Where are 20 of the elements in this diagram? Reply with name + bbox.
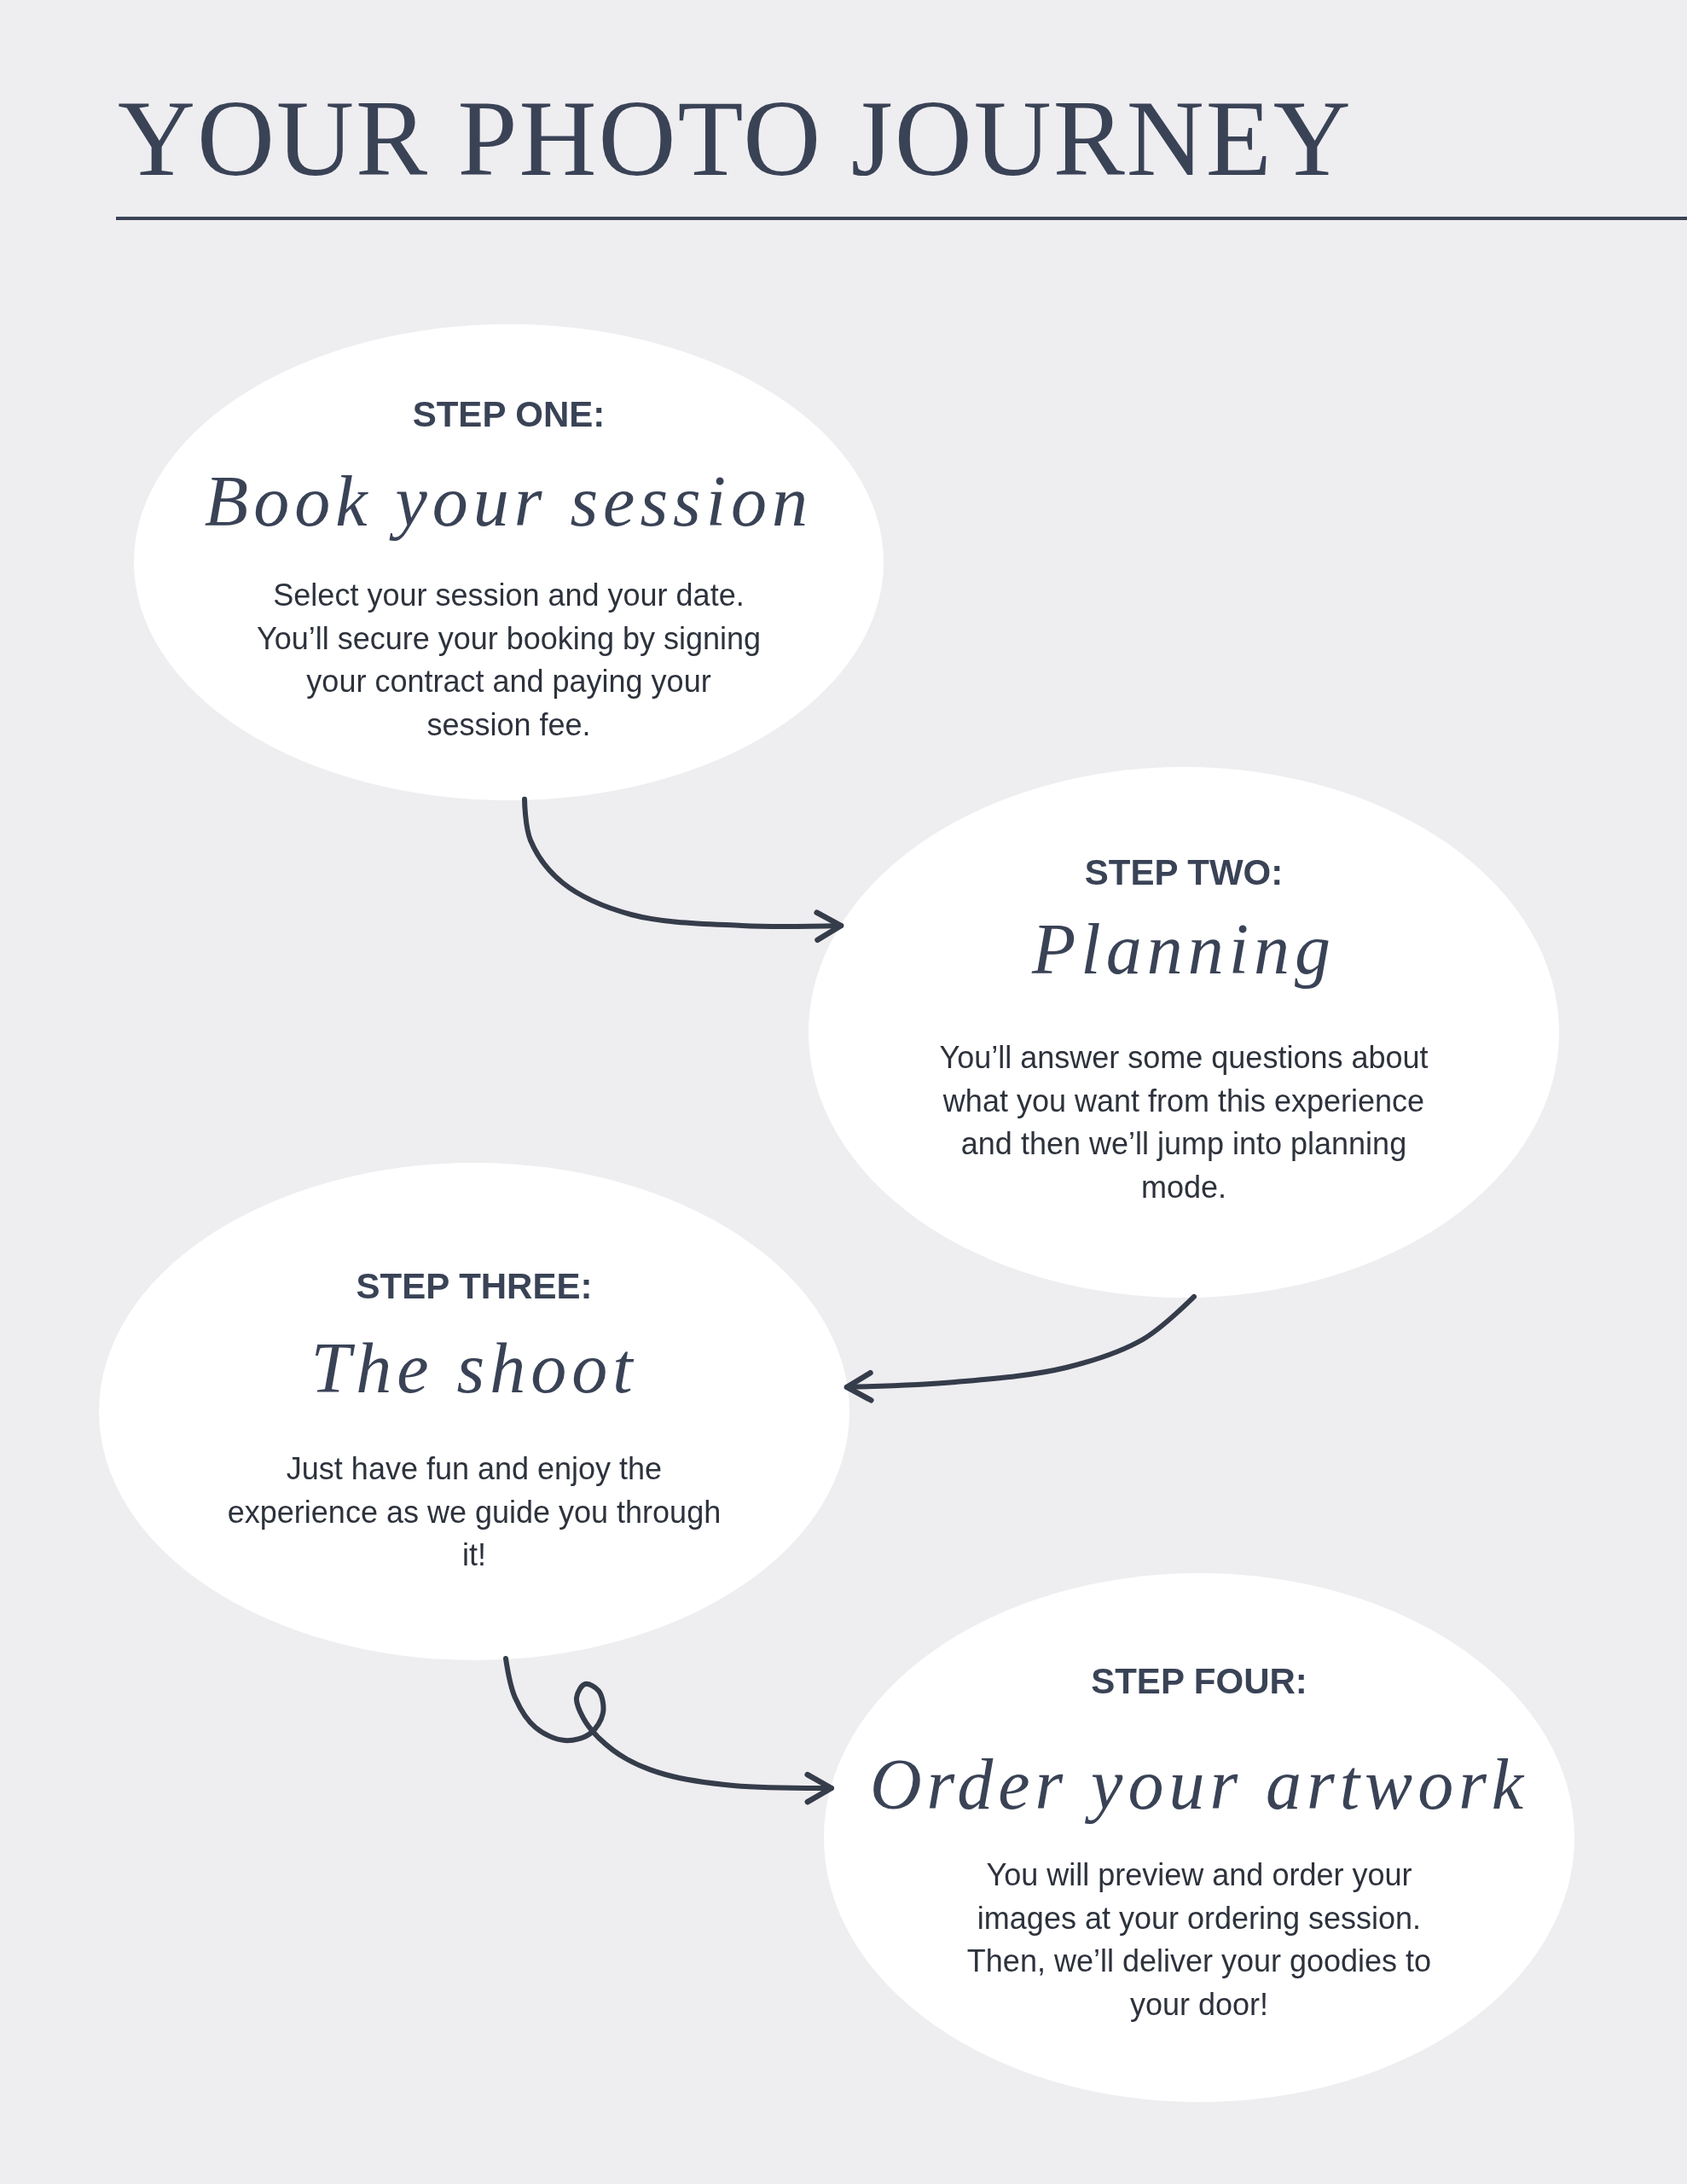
step-title: Order your artwork — [869, 1743, 1529, 1826]
step-title: Book your session — [204, 460, 814, 543]
step-description: You’ll answer some questions about what you want from this experience and then we’ll jump into planning mode. — [938, 1039, 1429, 1206]
step-title: The shoot — [310, 1327, 638, 1409]
step-description: You will preview and order your images at your ordering session. Then, we’ll deliver your goodies to your door! — [965, 1856, 1433, 2024]
step-heading: STEP THREE: — [356, 1264, 593, 1308]
curved-arrow — [522, 796, 844, 943]
curved-arrow — [844, 1293, 1197, 1403]
step-ellipse — [824, 1573, 1574, 2102]
step-description: Select your session and your date. You’ll secure your booking by signing your contract and paying your session fee. — [255, 577, 762, 744]
step-ellipse — [99, 1163, 849, 1660]
step-heading: STEP ONE: — [412, 392, 606, 436]
step-ellipse — [134, 324, 884, 800]
page-title: YOUR PHOTO JOURNEY — [118, 85, 1353, 193]
step-title: Planning — [1032, 908, 1336, 990]
step-heading: STEP FOUR: — [1091, 1659, 1307, 1703]
step-heading: STEP TWO: — [1084, 851, 1284, 894]
step-ellipse — [809, 767, 1559, 1298]
step-description: Just have fun and enjoy the experience as we guide you through it! — [226, 1450, 722, 1574]
curved-arrow — [503, 1655, 834, 1805]
